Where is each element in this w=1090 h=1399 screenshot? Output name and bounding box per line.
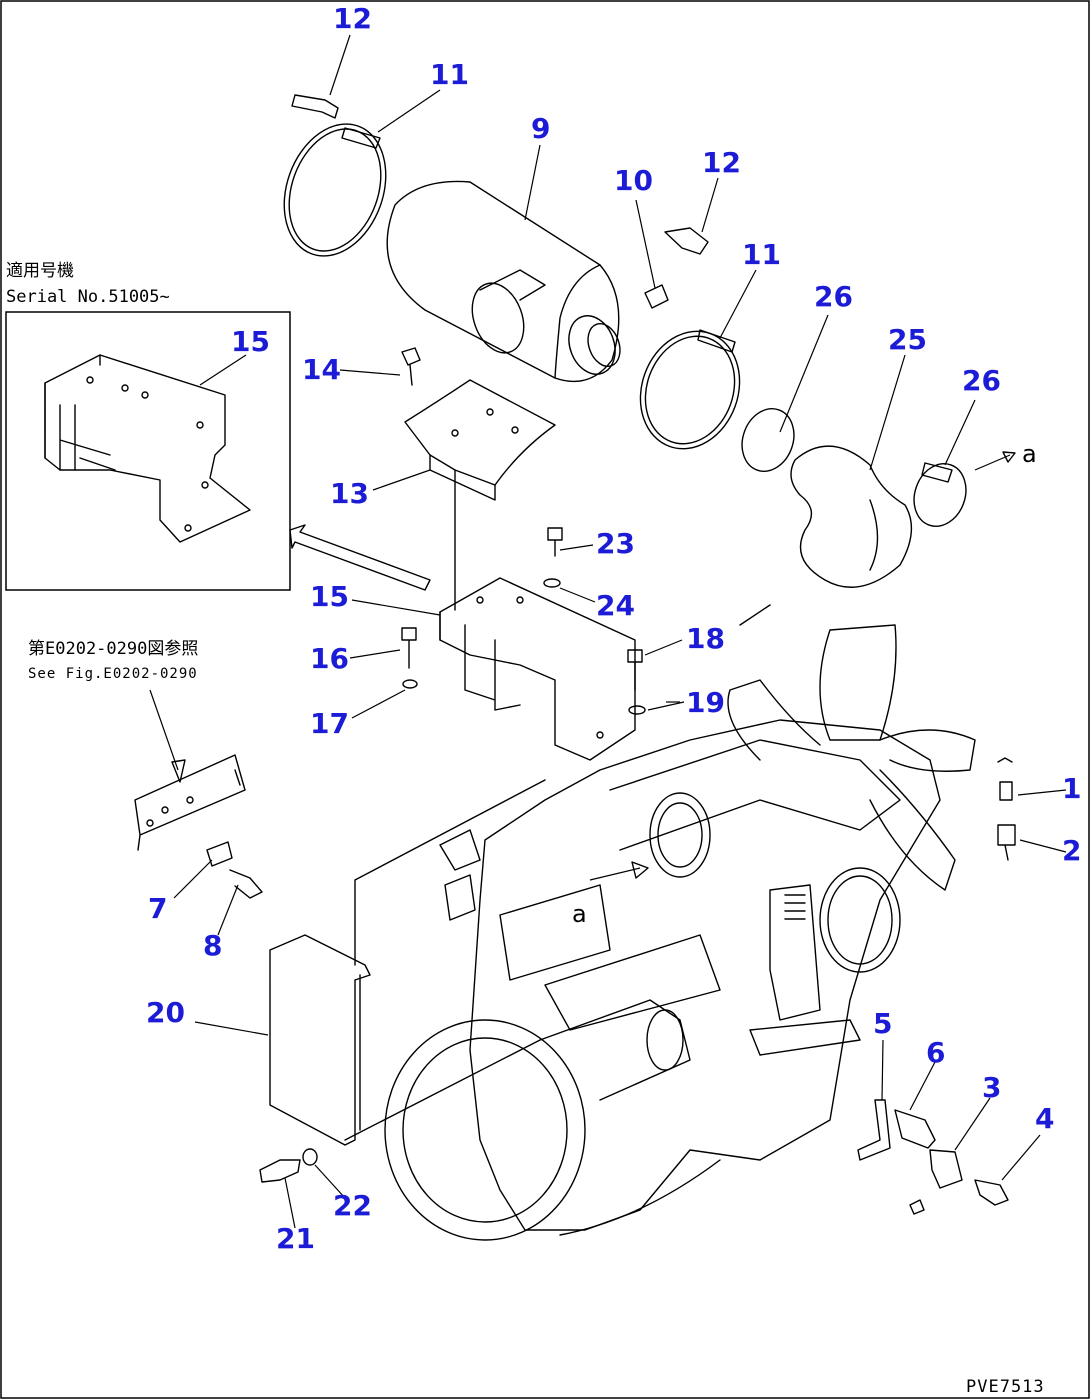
right-small-parts-drawing bbox=[857, 757, 1016, 1215]
plate-20-drawing bbox=[259, 779, 546, 1183]
callout-4: 4 bbox=[1035, 1102, 1054, 1135]
callout-13: 13 bbox=[330, 477, 369, 510]
view-a-arrow bbox=[631, 861, 649, 879]
callout-19: 19 bbox=[686, 686, 725, 719]
drawing-code: PVE7513 bbox=[966, 1377, 1045, 1397]
callout-labels: 1 2 3 4 5 6 7 8 9 10 11 11 12 12 13 14 1… bbox=[146, 2, 1081, 1255]
callout-22: 22 bbox=[333, 1189, 372, 1222]
callout-3: 3 bbox=[982, 1071, 1001, 1104]
callout-7: 7 bbox=[148, 892, 167, 925]
callout-5: 5 bbox=[873, 1007, 892, 1040]
callout-6: 6 bbox=[926, 1036, 945, 1069]
clamp-right-drawing bbox=[639, 227, 1016, 588]
leader-lines bbox=[173, 34, 1067, 1229]
clamp-left-drawing bbox=[283, 94, 387, 257]
ref-note-jp: 第E0202-0290図参照 bbox=[28, 639, 198, 659]
callout-23: 23 bbox=[596, 527, 635, 560]
engine-drawing bbox=[384, 719, 941, 1241]
fan-drawing bbox=[727, 604, 976, 891]
callout-25: 25 bbox=[888, 323, 927, 356]
ref-bracket-drawing bbox=[134, 754, 263, 899]
inset-frame bbox=[5, 311, 291, 591]
reference-note: 第E0202-0290図参照 See Fig.E0202-0290 bbox=[28, 639, 198, 783]
callout-9: 9 bbox=[531, 112, 550, 145]
callout-11-right: 11 bbox=[742, 238, 781, 271]
callout-20: 20 bbox=[146, 996, 185, 1029]
view-mark-a-engine: a bbox=[572, 900, 587, 928]
callout-26-right: 26 bbox=[962, 364, 1001, 397]
callout-8: 8 bbox=[203, 929, 222, 962]
callout-24: 24 bbox=[596, 589, 635, 622]
callout-21: 21 bbox=[276, 1222, 315, 1255]
callout-10: 10 bbox=[614, 164, 653, 197]
bracket-inset-drawing bbox=[44, 354, 251, 543]
callout-12-left: 12 bbox=[333, 2, 372, 35]
callout-26-left: 26 bbox=[814, 280, 853, 313]
callout-12-right: 12 bbox=[702, 146, 741, 179]
bracket-13-drawing bbox=[401, 347, 556, 611]
bracket-15-drawing bbox=[401, 527, 646, 761]
callout-15: 15 bbox=[310, 580, 349, 613]
callout-17: 17 bbox=[310, 707, 349, 740]
callout-18: 18 bbox=[686, 622, 725, 655]
serial-note-title: 適用号機 bbox=[6, 261, 74, 281]
air-cleaner-drawing bbox=[386, 180, 669, 383]
callout-16: 16 bbox=[310, 642, 349, 675]
callout-1: 1 bbox=[1062, 772, 1081, 805]
inset-arrow bbox=[289, 524, 431, 591]
callout-14: 14 bbox=[302, 353, 341, 386]
serial-inset: 適用号機 Serial No.51005~ bbox=[5, 261, 291, 591]
view-mark-a-right: a bbox=[1022, 440, 1037, 468]
callout-2: 2 bbox=[1062, 834, 1081, 867]
serial-note-value: Serial No.51005~ bbox=[6, 287, 170, 307]
callout-11-left: 11 bbox=[430, 58, 469, 91]
ref-note-en: See Fig.E0202-0290 bbox=[28, 666, 198, 682]
callout-15-inset: 15 bbox=[231, 325, 270, 358]
